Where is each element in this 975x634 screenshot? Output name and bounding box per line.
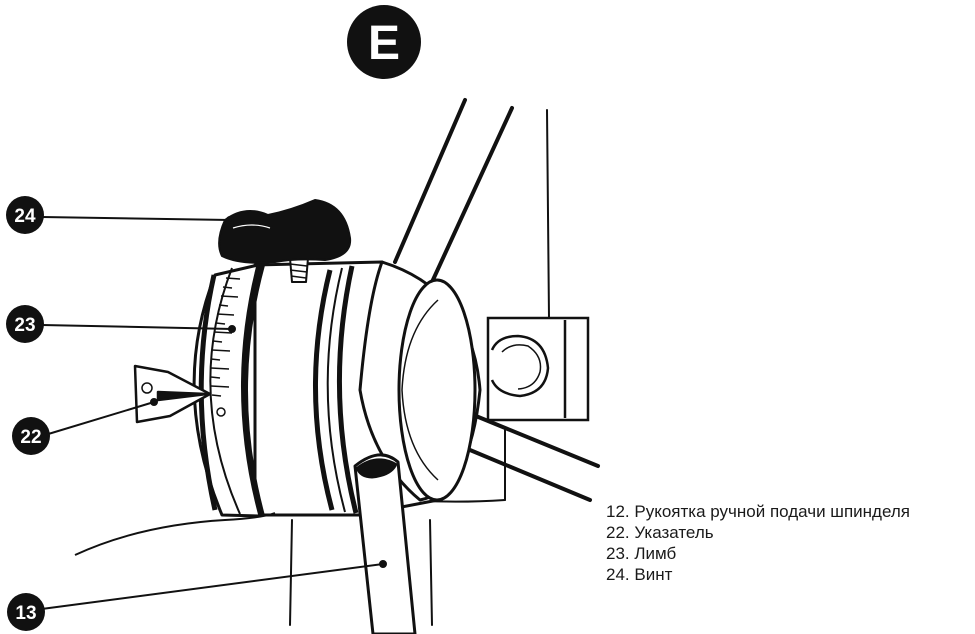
callout-22: 22 bbox=[12, 417, 50, 455]
cable bbox=[74, 512, 276, 556]
spindle-feed-handles bbox=[393, 98, 600, 502]
locking-screw bbox=[218, 199, 352, 283]
svg-text:24: 24 bbox=[14, 206, 36, 227]
callout-23: 23 bbox=[6, 305, 44, 343]
callout-24: 24 bbox=[6, 196, 44, 234]
legend-item-12: 12. Рукоятка ручной подачи шпинделя bbox=[606, 502, 910, 521]
svg-text:23: 23 bbox=[14, 315, 35, 336]
pointer-indicator bbox=[133, 364, 212, 424]
legend-item-22: 22. Указатель bbox=[606, 523, 714, 542]
dial-scale bbox=[210, 277, 241, 417]
svg-text:E: E bbox=[368, 17, 400, 70]
section-badge: E bbox=[347, 5, 421, 79]
side-bracket bbox=[486, 316, 590, 422]
legend-item-24: 24. Винт bbox=[606, 565, 673, 584]
hub-body bbox=[192, 260, 482, 518]
svg-text:13: 13 bbox=[15, 603, 36, 624]
front-handle bbox=[353, 453, 417, 634]
leader-lines bbox=[33, 216, 387, 611]
svg-text:22: 22 bbox=[20, 427, 41, 448]
parts-legend: 12. Рукоятка ручной подачи шпинделя 22. … bbox=[606, 501, 966, 585]
callout-13: 13 bbox=[7, 593, 45, 631]
legend-item-23: 23. Лимб bbox=[606, 544, 677, 563]
